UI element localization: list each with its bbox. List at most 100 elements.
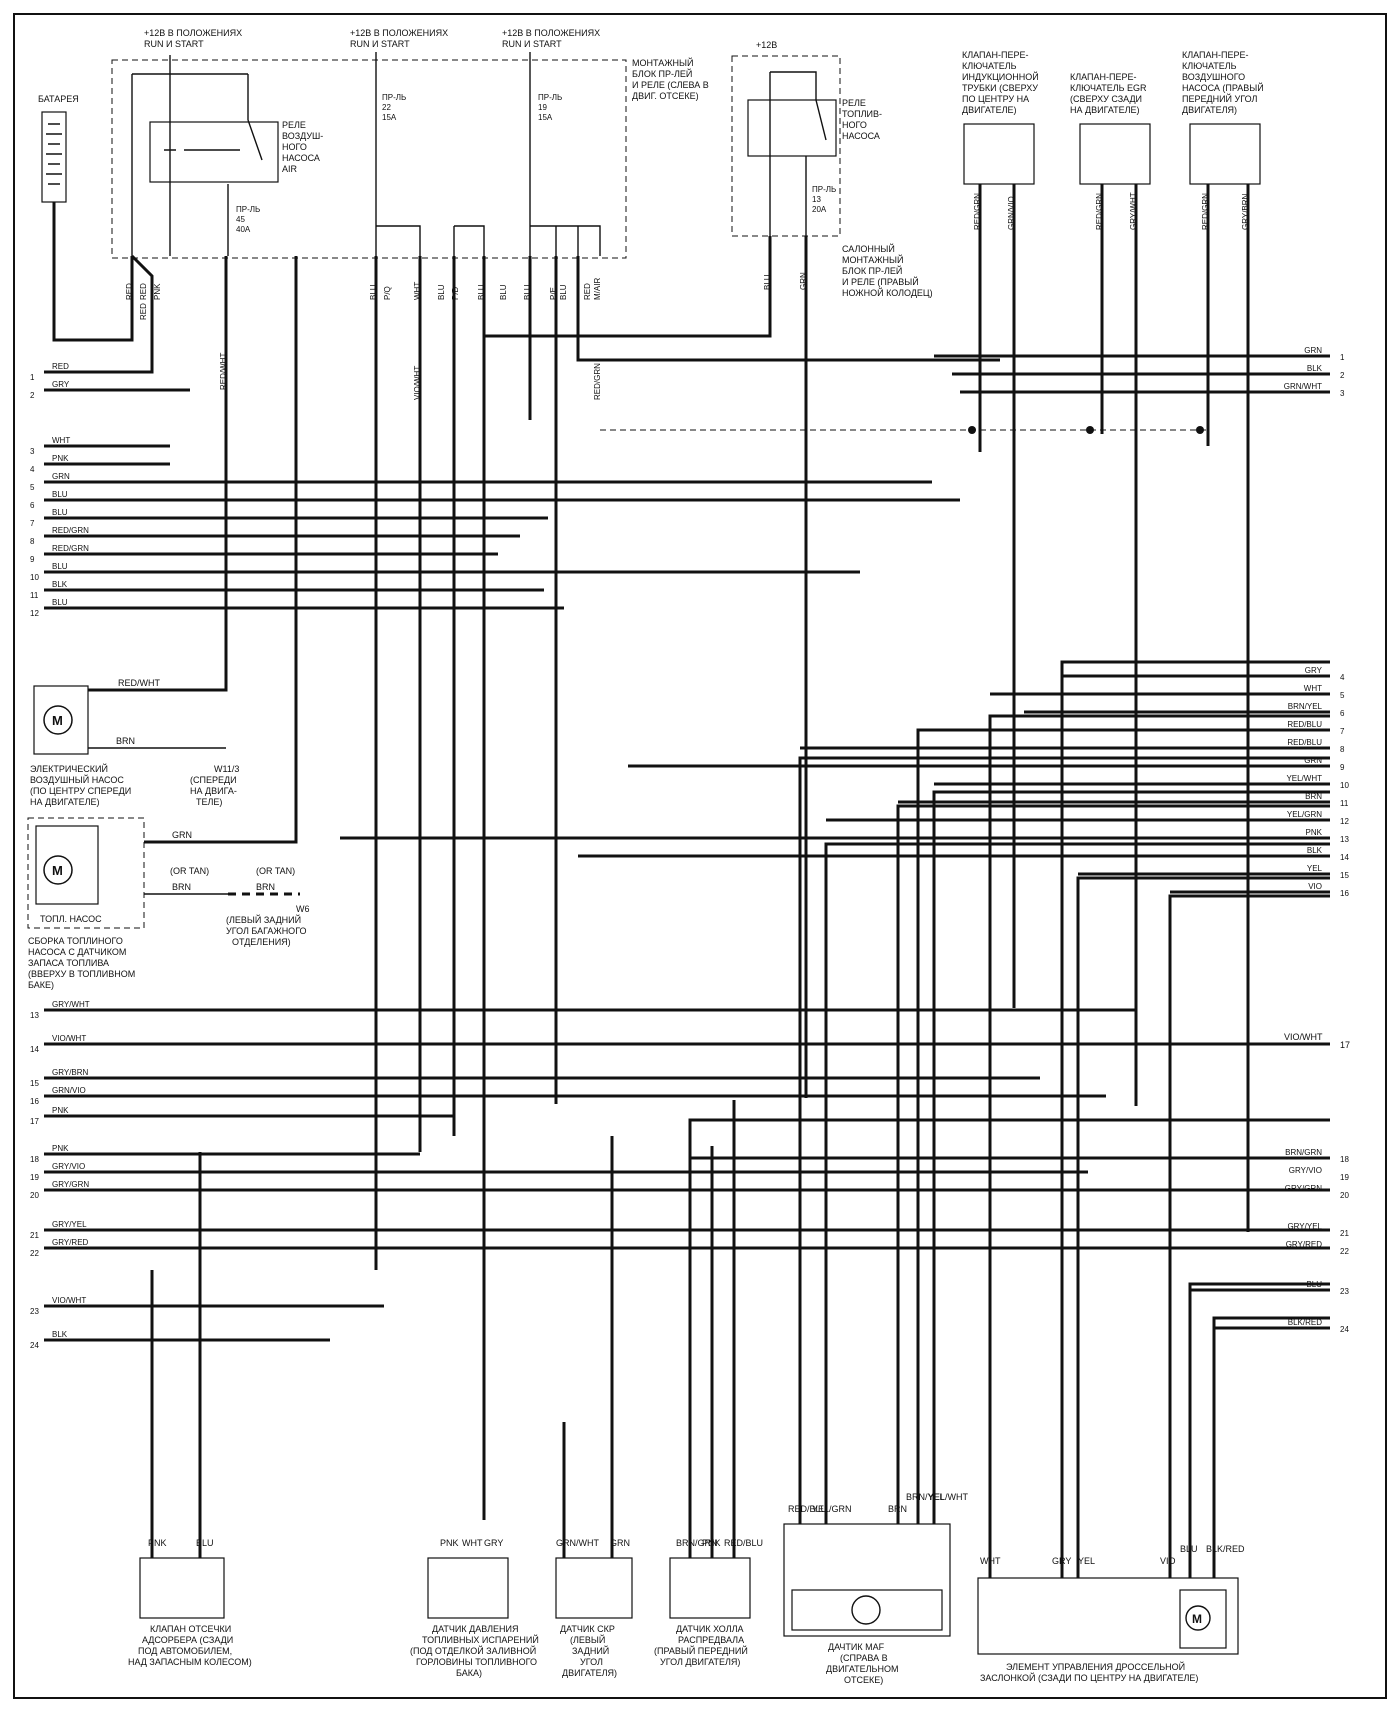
supply-label-1a: +12В В ПОЛОЖЕНИЯХ [144, 28, 242, 38]
right-connector-bottom: 18BRN/GRN19GRY/VIO20GRY/GRN21GRY/YEL22GR… [690, 1148, 1349, 1334]
hall-label-2: РАСПРЕДВАЛА [678, 1635, 744, 1645]
fuel-assy-label-2: НАСОСА С ДАТЧИКОМ [28, 947, 126, 957]
air-relay [149, 121, 279, 183]
evap-sensor-box [427, 1557, 509, 1619]
row-color: BRN [1305, 792, 1322, 801]
hall-wires [688, 1100, 1330, 1558]
row-color: GRN [52, 472, 70, 481]
trunk-verticals-1 [374, 256, 1000, 1520]
evap-label-2: ТОПЛИВНЫХ ИСПАРЕНИЙ [422, 1634, 539, 1645]
row-color: GRY/RED [52, 1238, 89, 1247]
fuse45-label-3: 40A [236, 225, 251, 234]
top-wire-label: WHT [413, 282, 422, 300]
air-relay-label-5: AIR [282, 164, 298, 174]
valve2-label-2: КЛЮЧАТЕЛЬ EGR [1070, 83, 1147, 93]
valve3-label-5: ПЕРЕДНИЙ УГОЛ [1182, 93, 1257, 104]
row-color: GRN/WHT [1284, 382, 1322, 391]
fuel-pump-b2-color: BRN [256, 882, 275, 892]
top-wire-label: BLU [559, 284, 568, 300]
top-wire-label: RED/GRN [1201, 193, 1210, 230]
maf-w2: YEL/GRN [812, 1504, 852, 1514]
row-number: 23 [1340, 1287, 1349, 1296]
maf-w3: BRN [888, 1504, 907, 1514]
engine-fuse-block [111, 59, 627, 259]
row-number: 11 [30, 591, 39, 600]
ckp-label-2: (ЛЕВЫЙ [570, 1634, 605, 1645]
row-color: GRN [1304, 346, 1322, 355]
row-number: 11 [1340, 799, 1349, 808]
top-wire-label: GRY/WHT [1129, 192, 1138, 230]
fuel-pump-a-color: GRN [172, 830, 192, 840]
row-color: BRN/YEL [1288, 702, 1323, 711]
fuel-relay-label-4: НАСОСА [842, 131, 880, 141]
ground-w11-4: ТЕЛЕ) [196, 797, 222, 807]
canister-w1: PNK [148, 1538, 167, 1548]
row-color: PNK [52, 1144, 69, 1153]
row-color: GRY/VIO [52, 1162, 85, 1171]
supply-label-1b: RUN И START [144, 39, 204, 49]
fuse19-label-1: ПР-ЛЬ [538, 93, 562, 102]
hall-label-1: ДАТЧИК ХОЛЛА [676, 1624, 744, 1634]
top-wire-label: RED/GRN [973, 193, 982, 230]
ckp-sensor-box [555, 1557, 633, 1619]
row-color: WHT [1304, 684, 1322, 693]
row-color: VIO/WHT [52, 1296, 86, 1305]
fuel-assy-label-4: (ВВЕРХУ В ТОПЛИВНОМ [28, 969, 135, 979]
row-number: 1 [1340, 353, 1345, 362]
ground-w6-4: ОТДЕЛЕНИЯ) [232, 937, 291, 947]
valve3-label-6: ДВИГАТЕЛЯ) [1182, 105, 1237, 115]
fuse-bus-wires [375, 52, 601, 256]
throttle-body-box [977, 1577, 1239, 1655]
row-color: PNK [1306, 828, 1323, 837]
throttle-w2: GRY [1052, 1556, 1071, 1566]
ortan-1: (OR TAN) [170, 866, 209, 876]
row-number: 17 [30, 1117, 39, 1126]
canister-wires [150, 1152, 202, 1558]
battery [41, 111, 67, 203]
row-color: GRN [1304, 756, 1322, 765]
fuel-relay [747, 99, 837, 157]
ground-w6-2: (ЛЕВЫЙ ЗАДНИЙ [226, 914, 301, 925]
left-connector-top: 1RED2GRY3WHT4PNK5GRN6BLU7BLU8RED/GRN9RED… [30, 362, 960, 618]
top-wire-label: RED [139, 283, 148, 300]
row-color: GRN/VIO [52, 1086, 86, 1095]
valve1-label-6: ДВИГАТЕЛЕ) [962, 105, 1017, 115]
row-color: GRY [52, 380, 70, 389]
ckp-label-4: УГОЛ [580, 1657, 603, 1667]
ckp-w2: GRN [610, 1538, 630, 1548]
evap-w2: WHT [462, 1538, 483, 1548]
canister-label-2: АДСОРБЕРА (СЗАДИ [142, 1635, 233, 1645]
row-color: BLK/RED [1288, 1318, 1322, 1327]
throttle-wires [988, 660, 1330, 1578]
hall-w1: BRN/GRN [676, 1538, 718, 1548]
row-color: GRY/YEL [1287, 1222, 1322, 1231]
maf-sensor-box [783, 1523, 951, 1637]
battery-label: БАТАРЕЯ [38, 94, 79, 104]
row-color: RED/BLU [1287, 720, 1322, 729]
row-color: WHT [52, 436, 70, 445]
row-color: RED [52, 362, 69, 371]
air-pump-label-4: НА ДВИГАТЕЛЕ) [30, 797, 100, 807]
row-number: 9 [1340, 763, 1345, 772]
left-connector-bottom: 13GRY/WHT14VIO/WHT15GRY/BRN16GRN/VIO17PN… [30, 1000, 1330, 1350]
hall-label-4: УГОЛ ДВИГАТЕЛЯ) [660, 1657, 740, 1667]
row-number: 24 [30, 1341, 39, 1350]
hall-sensor-box [669, 1557, 751, 1619]
top-wire-label: P/E [549, 287, 558, 300]
row-number: 16 [1340, 889, 1349, 898]
row-number: 21 [1340, 1229, 1349, 1238]
fuel-pump-wire-a [144, 256, 298, 844]
valve1-label-3: ИНДУКЦИОННОЙ [962, 71, 1039, 82]
row-color: YEL/GRN [1287, 810, 1322, 819]
row-number: 4 [1340, 673, 1345, 682]
top-wire-label: BLU [499, 284, 508, 300]
air-relay-label-3: НОГО [282, 142, 307, 152]
row-number: 2 [30, 391, 35, 400]
throttle-w6: BLK/RED [1206, 1544, 1245, 1554]
row-number: 14 [1340, 853, 1349, 862]
fuel-assy-label-5: БАКЕ) [28, 980, 54, 990]
cabin-12v-label: +12В [756, 40, 777, 50]
cabin-block-label-1: САЛОННЫЙ [842, 243, 895, 254]
row-color: PNK [52, 454, 69, 463]
